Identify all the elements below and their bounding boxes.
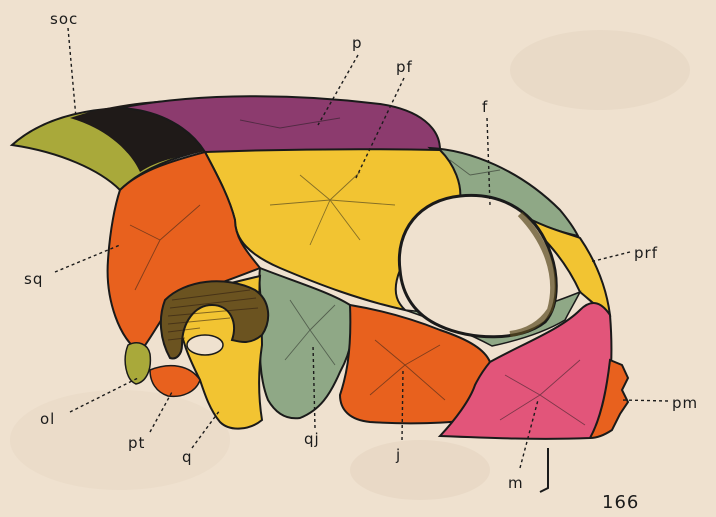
label-q: q xyxy=(182,448,193,466)
region-pt xyxy=(150,366,200,397)
label-j: j xyxy=(395,446,401,464)
region-ol xyxy=(125,343,150,384)
label-soc: soc xyxy=(50,10,78,28)
label-prf: prf xyxy=(634,244,658,262)
label-qj: qj xyxy=(304,430,320,448)
label-p: p xyxy=(352,34,363,52)
label-ol: ol xyxy=(40,410,55,428)
label-m: m xyxy=(508,474,524,492)
label-pf: pf xyxy=(396,58,413,76)
label-pt: pt xyxy=(128,434,145,452)
mandible-stub xyxy=(540,448,548,492)
label-sq: sq xyxy=(24,270,43,288)
label-pm: pm xyxy=(672,394,698,412)
figure-number: 166 xyxy=(602,492,639,513)
label-f: f xyxy=(482,98,488,116)
ear-opening xyxy=(187,335,223,355)
